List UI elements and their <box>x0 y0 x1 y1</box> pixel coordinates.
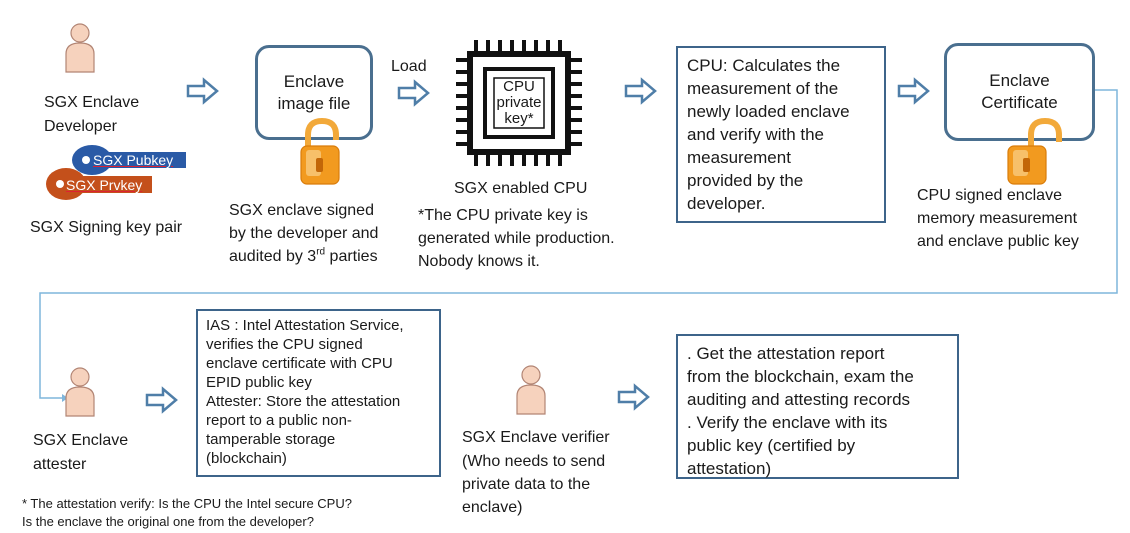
cpu-box-line: measurement <box>687 148 791 167</box>
cpu-chip-label: CPU private key* <box>494 79 544 127</box>
pubkey-label: SGX Pubkey <box>93 152 174 168</box>
arrow-right-icon <box>186 77 219 105</box>
arrow-right-icon <box>145 386 178 414</box>
cpu-chip-line2: private <box>496 94 542 111</box>
certificate-caption-2: memory measurement <box>917 210 1078 227</box>
cpu-box-line: provided by the <box>687 171 804 190</box>
prvkey-label: SGX Prvkey <box>66 177 143 193</box>
verify-box-line: . Get the attestation report <box>687 344 885 363</box>
ias-box-line: IAS : Intel Attestation Service, <box>206 317 404 334</box>
certificate-caption-1: CPU signed enclave <box>917 187 1062 204</box>
attester-person-icon <box>65 367 95 417</box>
cpu-note-1: *The CPU private key is <box>418 207 588 224</box>
enclave-certificate-box: Enclave Certificate <box>944 43 1095 141</box>
cpu-chip-icon <box>456 40 582 166</box>
developer-person-icon <box>65 23 95 73</box>
pubkey-icon <box>72 145 186 175</box>
ias-box-line: EPID public key <box>206 374 312 391</box>
enclave-image-line2: image file <box>277 93 351 113</box>
arrow-right-icon <box>624 77 657 105</box>
attester-label-2: attester <box>33 456 87 473</box>
ias-box-line: (blockchain) <box>206 450 287 467</box>
arrow-right-icon <box>617 383 650 411</box>
developer-label-2: Developer <box>44 118 117 135</box>
signing-keypair-label: SGX Signing key pair <box>30 219 183 236</box>
enclave-caption-2: by the developer and <box>229 225 379 242</box>
verifier-label-2: (Who needs to send <box>462 453 606 470</box>
attester-label-1: SGX Enclave <box>33 432 129 449</box>
ias-box-line: tamperable storage <box>206 431 336 448</box>
verify-box-line: attestation) <box>687 459 772 478</box>
verifier-person-icon <box>516 365 546 415</box>
footnote-line-1: * The attestation verify: Is the CPU the… <box>22 496 352 511</box>
cpu-caption: SGX enabled CPU <box>454 180 588 197</box>
verify-box-line: auditing and attesting records <box>687 390 911 409</box>
enclave-caption-3-post: parties <box>325 248 378 265</box>
enclave-caption-3-sup: rd <box>316 246 326 258</box>
connector-certificate-to-attester <box>39 89 1118 399</box>
cpu-note-2: generated while production. <box>418 230 615 247</box>
certificate-line2: Certificate <box>981 93 1058 112</box>
arrow-right-icon <box>397 79 430 107</box>
ias-box-line: enclave certificate with CPU <box>206 355 393 372</box>
cpu-chip-line1: CPU <box>503 78 535 95</box>
ias-box-line: verifies the CPU signed <box>206 336 363 353</box>
cpu-box-line: developer. <box>687 194 766 213</box>
cpu-chip-line3: key* <box>504 110 534 127</box>
cpu-box-line: newly loaded enclave <box>687 102 850 121</box>
verifier-label-4: enclave) <box>462 499 523 516</box>
certificate-caption-3: and enclave public key <box>917 233 1079 250</box>
developer-label-1: SGX Enclave <box>44 94 140 111</box>
enclave-caption-3-pre: audited by 3 <box>229 248 317 265</box>
lock-icon <box>1007 117 1062 185</box>
load-label: Load <box>391 58 427 75</box>
connector-arrowhead <box>62 394 68 402</box>
certificate-line1: Enclave <box>989 71 1050 90</box>
arrow-right-icon <box>897 77 930 105</box>
enclave-caption-3: audited by 3rd parties <box>229 245 378 269</box>
enclave-caption-1: SGX enclave signed <box>229 202 374 219</box>
lock-icon <box>300 117 340 185</box>
ias-box-line: Attester: Store the attestation <box>206 393 401 410</box>
cpu-box-line: measurement of the <box>687 79 839 98</box>
verify-box-line: . Verify the enclave with its <box>687 413 888 432</box>
verify-box-line: public key (certified by <box>687 436 856 455</box>
ias-box-line: report to a public non- <box>206 412 352 429</box>
verify-box: . Get the attestation report from the bl… <box>676 334 959 479</box>
cpu-box-line: and verify with the <box>687 125 825 144</box>
ias-box: IAS : Intel Attestation Service, verifie… <box>196 309 441 477</box>
cpu-box-line: CPU: Calculates the <box>687 56 841 75</box>
verify-box-line: from the blockchain, exam the <box>687 367 914 386</box>
cpu-measurement-box: CPU: Calculates the measurement of the n… <box>676 46 886 223</box>
verifier-label-1: SGX Enclave verifier <box>462 429 610 446</box>
verifier-label-3: private data to the <box>462 476 591 493</box>
footnote-line-2: Is the enclave the original one from the… <box>22 514 314 529</box>
prvkey-icon <box>46 168 152 200</box>
cpu-note-3: Nobody knows it. <box>418 253 540 270</box>
enclave-image-line1: Enclave <box>283 71 345 91</box>
